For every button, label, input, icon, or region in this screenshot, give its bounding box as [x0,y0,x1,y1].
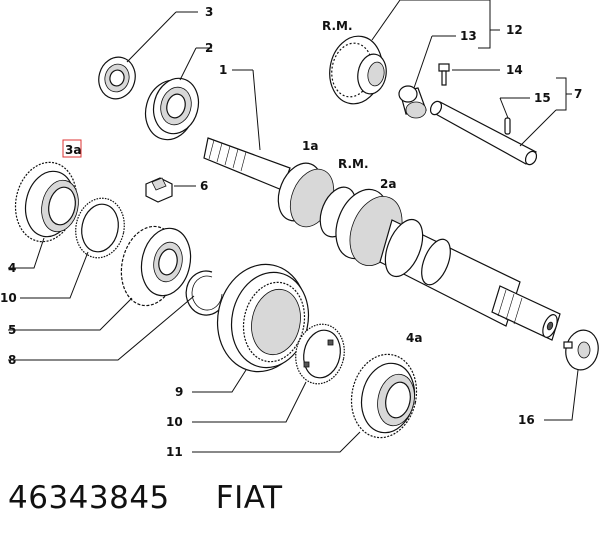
callout-1: 1 [219,63,227,77]
leader-11 [192,431,361,453]
leader-3 [126,11,177,63]
callout-9: 9 [175,385,183,399]
part-1-main-shaft [203,137,561,341]
callout-12: 12 [506,23,523,37]
part-number: 46343845 [8,480,170,516]
callout-rm-top: R.M. [322,19,353,33]
brand-name: FIAT [215,480,283,516]
part-5-synchro-hub [120,225,192,307]
callout-15: 15 [534,91,551,105]
part-caption: 46343845 FIAT [8,480,329,516]
leader-9 [192,369,247,393]
leader-16 [544,369,579,421]
part-11-gear-4a [350,353,418,439]
callout-11: 11 [166,445,183,459]
callout-3a-box [62,139,82,158]
part-4-gear [14,161,79,243]
callout-2a: 2a [380,177,396,191]
callout-7: 7 [574,87,582,101]
callout-5: 5 [8,323,16,337]
part-9-sliding-sleeve [216,263,310,373]
callout-3: 3 [205,5,213,19]
part-13-bushing [398,85,427,119]
callout-13: 13 [460,29,477,43]
leader-8 [8,295,195,361]
leader-7-shaft [519,109,557,147]
part-10-synchro-ring-b [295,323,345,385]
part-6-shift-block [145,177,173,203]
leader-rm-top [371,0,401,41]
part-15-pin [504,117,511,135]
part-10-synchro-ring-a [75,197,125,259]
callout-16: 16 [518,413,535,427]
part-7-idler-shaft [429,100,538,166]
leader-13 [413,35,433,89]
leader-5 [8,297,133,331]
leader-2 [179,47,197,81]
callout-8: 8 [8,353,16,367]
leader-15-pin [499,97,509,119]
part-16-washer [563,329,599,371]
callout-2: 2 [205,41,213,55]
callout-4a: 4a [406,331,422,345]
callout-3a: 3a [65,143,81,157]
part-3-bearing [98,56,136,100]
callout-10b: 10 [166,415,183,429]
callout-10a: 10 [0,291,17,305]
part-2-bearing [144,77,200,141]
part-14-bolt [438,63,450,86]
bracket-7 [556,77,567,111]
bracket-12 [478,0,491,49]
leader-4 [8,237,45,269]
part-rm-reverse-gear [329,35,387,105]
callout-6: 6 [200,179,208,193]
callout-rm-mid: R.M. [338,157,369,171]
leader-10b [192,381,307,423]
callout-1a: 1a [302,139,318,153]
leader-1 [252,69,261,151]
leader-10a [20,251,89,299]
callout-4: 4 [8,261,16,275]
callout-14: 14 [506,63,523,77]
